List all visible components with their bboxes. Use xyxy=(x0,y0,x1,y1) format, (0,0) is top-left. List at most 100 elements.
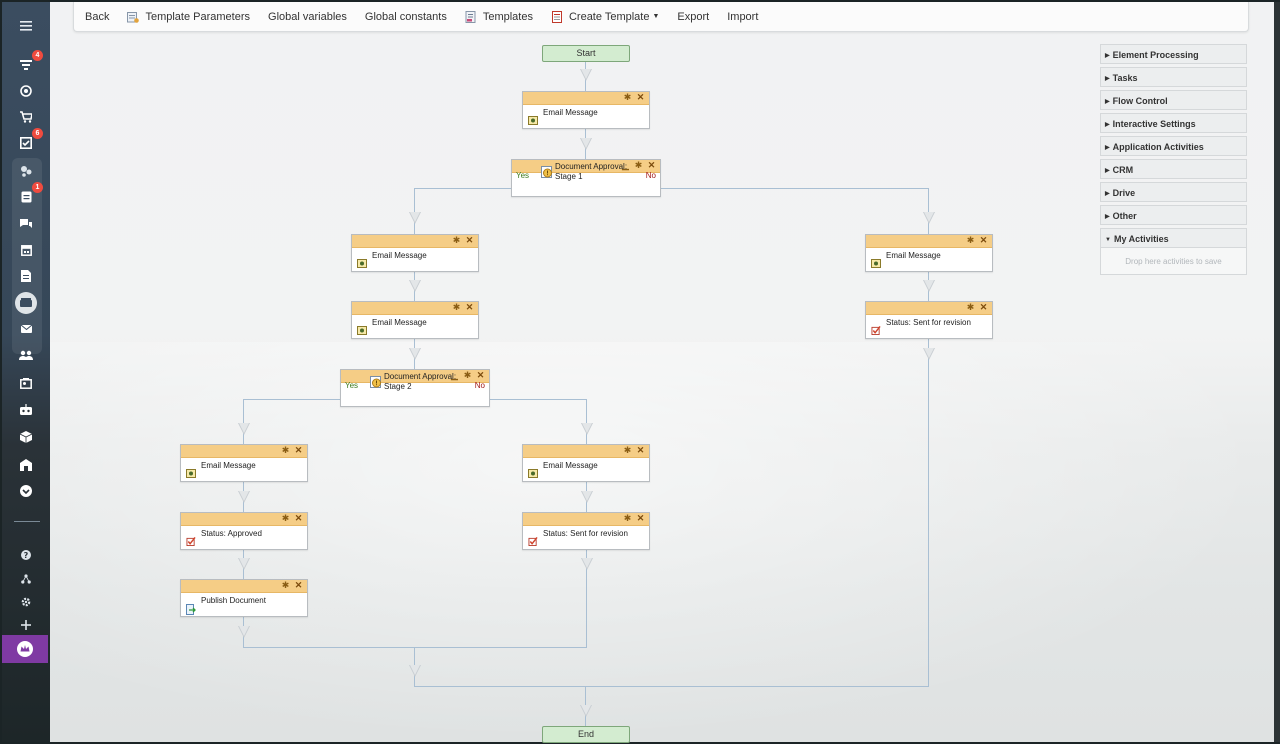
box-icon[interactable] xyxy=(2,426,50,448)
settings-icon[interactable] xyxy=(2,591,50,613)
drop-arrow[interactable] xyxy=(580,69,592,81)
sites-icon[interactable] xyxy=(2,160,50,182)
collapse-icon[interactable]: ▁ xyxy=(622,160,629,170)
network-icon[interactable] xyxy=(2,568,50,590)
end-node[interactable]: End xyxy=(542,726,630,743)
section-my-activities[interactable]: ▼My Activities xyxy=(1100,228,1247,248)
status-approved-block[interactable]: ✱ ✕ Status: Approved xyxy=(180,512,308,550)
drop-arrow[interactable] xyxy=(923,280,935,292)
document-approval-stage1-block[interactable]: ▁ ✱ ✕ Yes Document Approval:Stage 1 No xyxy=(511,159,661,197)
gear-icon[interactable]: ✱ xyxy=(634,160,643,170)
drop-arrow[interactable] xyxy=(409,280,421,292)
checkbox-icon xyxy=(186,537,196,546)
close-icon[interactable]: ✕ xyxy=(647,160,656,170)
chat-icon[interactable] xyxy=(2,213,50,235)
export-button[interactable]: Export xyxy=(677,11,709,23)
gear-icon[interactable]: ✱ xyxy=(623,445,632,455)
close-icon[interactable]: ✕ xyxy=(636,445,645,455)
add-icon[interactable] xyxy=(2,614,50,636)
gear-icon[interactable]: ✱ xyxy=(281,445,290,455)
close-icon[interactable]: ✕ xyxy=(294,580,303,590)
drop-arrow[interactable] xyxy=(580,705,592,717)
email-message-block[interactable]: ✱ ✕ Email Message xyxy=(351,301,479,339)
close-icon[interactable]: ✕ xyxy=(636,92,645,102)
drop-arrow[interactable] xyxy=(923,212,935,224)
more-icon[interactable] xyxy=(2,480,50,502)
section-crm[interactable]: ▶CRM xyxy=(1100,159,1247,179)
house-icon[interactable] xyxy=(2,454,50,476)
gear-icon[interactable]: ✱ xyxy=(281,513,290,523)
drop-arrow[interactable] xyxy=(923,348,935,360)
crown-upgrade-button[interactable] xyxy=(2,635,48,663)
section-application-activities[interactable]: ▶Application Activities xyxy=(1100,136,1247,156)
global-variables-button[interactable]: Global variables xyxy=(268,11,347,23)
email-message-block[interactable]: ✱ ✕ Email Message xyxy=(522,91,650,129)
robot-icon[interactable] xyxy=(2,398,50,420)
gear-icon[interactable]: ✱ xyxy=(463,370,472,380)
close-icon[interactable]: ✕ xyxy=(636,513,645,523)
gear-icon[interactable]: ✱ xyxy=(623,92,632,102)
close-icon[interactable]: ✕ xyxy=(294,445,303,455)
target-icon[interactable] xyxy=(2,80,50,102)
import-button[interactable]: Import xyxy=(727,11,758,23)
drop-arrow[interactable] xyxy=(581,558,593,570)
gear-icon[interactable]: ✱ xyxy=(966,302,975,312)
section-interactive-settings[interactable]: ▶Interactive Settings xyxy=(1100,113,1247,133)
global-constants-button[interactable]: Global constants xyxy=(365,11,447,23)
collapse-icon[interactable]: ▁ xyxy=(451,370,458,380)
gear-icon[interactable]: ✱ xyxy=(281,580,290,590)
email-message-block[interactable]: ✱ ✕ Email Message xyxy=(522,444,650,482)
section-drive[interactable]: ▶Drive xyxy=(1100,182,1247,202)
drop-arrow[interactable] xyxy=(238,491,250,503)
section-label: Application Activities xyxy=(1112,142,1204,152)
start-node[interactable]: Start xyxy=(542,45,630,62)
document-icon[interactable] xyxy=(2,265,50,287)
publish-document-block[interactable]: ✱ ✕ Publish Document xyxy=(180,579,308,617)
calendar-icon[interactable] xyxy=(2,239,50,261)
drop-arrow[interactable] xyxy=(238,626,250,638)
back-button[interactable]: Back xyxy=(85,11,109,23)
email-message-block[interactable]: ✱ ✕ Email Message xyxy=(351,234,479,272)
drop-arrow[interactable] xyxy=(581,491,593,503)
section-other[interactable]: ▶Other xyxy=(1100,205,1247,225)
drop-arrow[interactable] xyxy=(409,665,421,677)
close-icon[interactable]: ✕ xyxy=(979,235,988,245)
my-activities-drop-zone[interactable]: Drop here activities to save xyxy=(1100,248,1247,275)
gear-icon[interactable]: ✱ xyxy=(452,235,461,245)
tasks-icon[interactable]: 6 xyxy=(2,128,50,154)
section-flow-control[interactable]: ▶Flow Control xyxy=(1100,90,1247,110)
section-element-processing[interactable]: ▶Element Processing xyxy=(1100,44,1247,64)
feed-icon[interactable]: 1 xyxy=(2,182,50,208)
close-icon[interactable]: ✕ xyxy=(979,302,988,312)
drive-icon[interactable] xyxy=(2,292,50,314)
help-icon[interactable]: ? xyxy=(2,544,50,566)
menu-icon[interactable] xyxy=(2,15,50,37)
template-parameters-button[interactable]: Template Parameters xyxy=(127,11,250,23)
close-icon[interactable]: ✕ xyxy=(294,513,303,523)
gear-icon[interactable]: ✱ xyxy=(966,235,975,245)
contacts-icon[interactable] xyxy=(2,344,50,366)
section-tasks[interactable]: ▶Tasks xyxy=(1100,67,1247,87)
close-icon[interactable]: ✕ xyxy=(465,235,474,245)
close-icon[interactable]: ✕ xyxy=(476,370,485,380)
mail-icon[interactable] xyxy=(2,318,50,340)
drop-arrow[interactable] xyxy=(581,423,593,435)
email-message-block[interactable]: ✱ ✕ Email Message xyxy=(180,444,308,482)
gear-icon[interactable]: ✱ xyxy=(623,513,632,523)
email-message-block[interactable]: ✱ ✕ Email Message xyxy=(865,234,993,272)
crm-card-icon[interactable] xyxy=(2,372,50,394)
templates-button[interactable]: Templates xyxy=(465,10,533,23)
filter-icon[interactable]: 4 xyxy=(2,50,50,76)
drop-arrow[interactable] xyxy=(238,558,250,570)
gear-icon[interactable]: ✱ xyxy=(452,302,461,312)
status-sent-for-revision-block[interactable]: ✱ ✕ Status: Sent for revision xyxy=(865,301,993,339)
create-template-button[interactable]: Create Template ▼ xyxy=(551,10,659,23)
drop-arrow[interactable] xyxy=(238,423,250,435)
drop-arrow[interactable] xyxy=(409,348,421,360)
document-approval-stage2-block[interactable]: ▁ ✱ ✕ Yes Document Approval:Stage 2 No xyxy=(340,369,490,407)
drop-arrow[interactable] xyxy=(409,212,421,224)
cart-icon[interactable] xyxy=(2,106,50,128)
drop-arrow[interactable] xyxy=(580,138,592,150)
status-sent-for-revision-block[interactable]: ✱ ✕ Status: Sent for revision xyxy=(522,512,650,550)
close-icon[interactable]: ✕ xyxy=(465,302,474,312)
